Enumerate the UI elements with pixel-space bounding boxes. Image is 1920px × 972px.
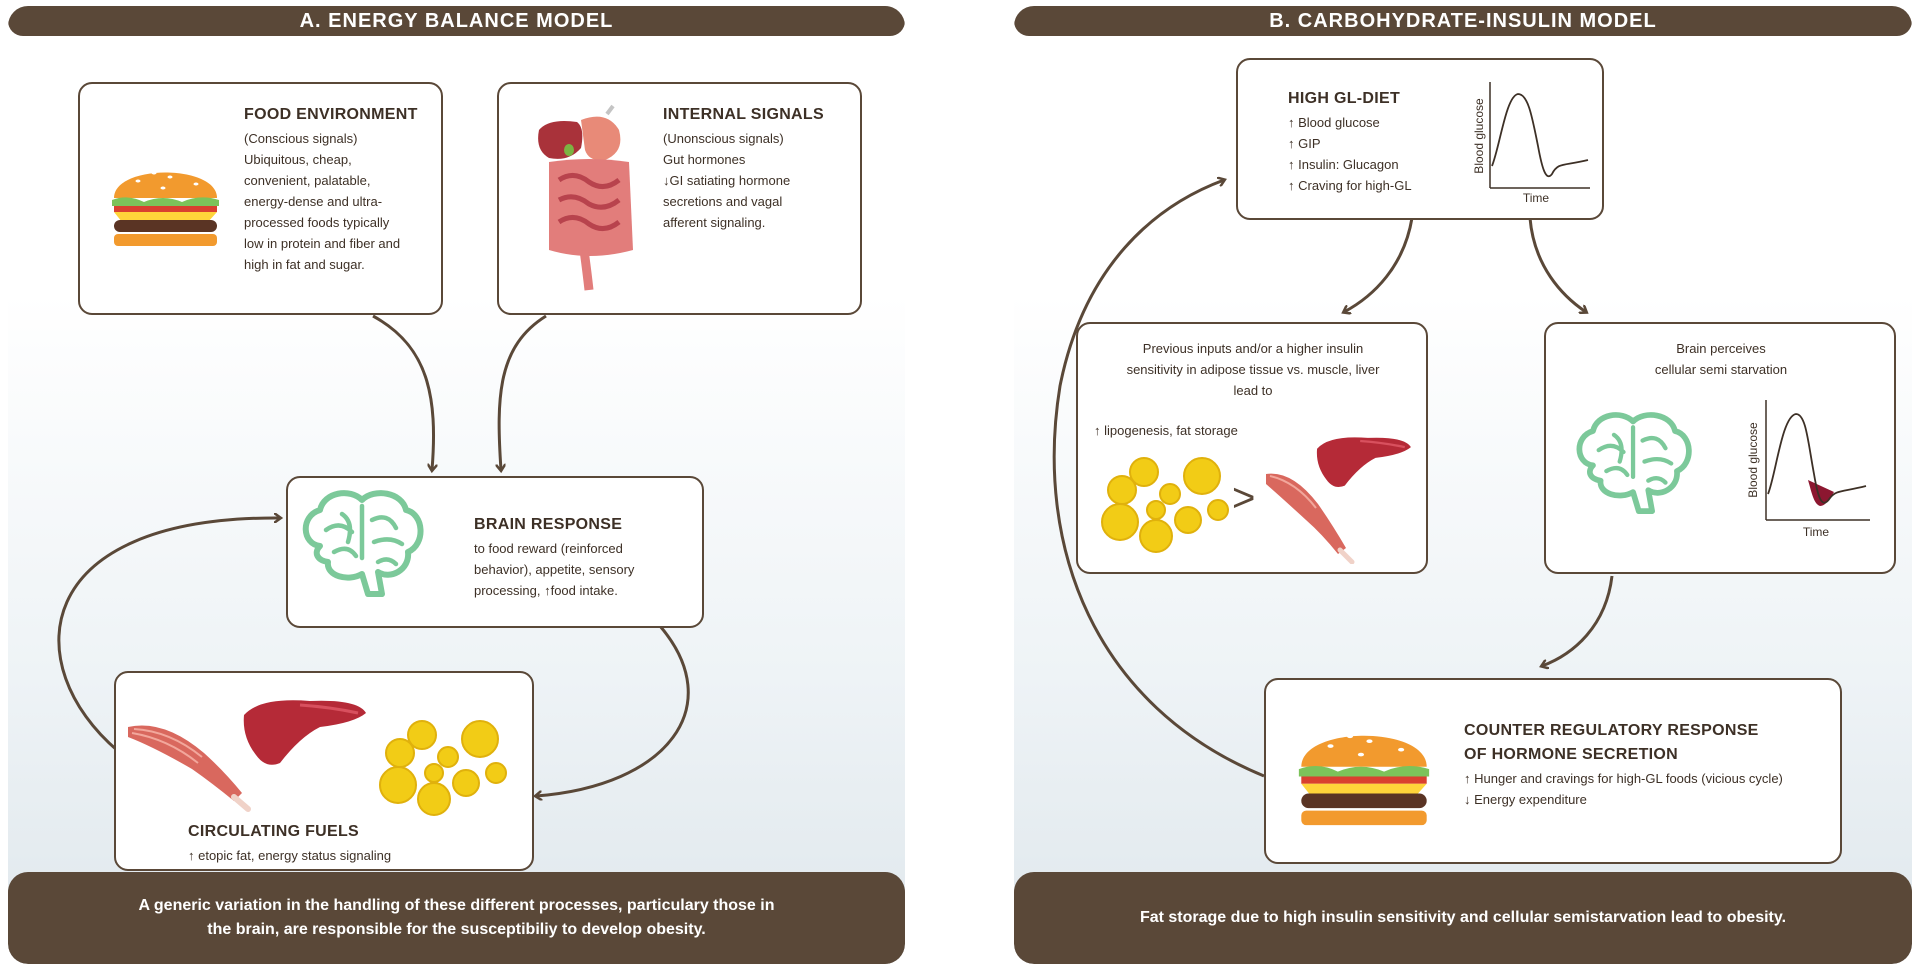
arrow-food-to-brain <box>372 314 434 470</box>
panel-b-footer-text: Fat storage due to high insulin sensitiv… <box>1139 909 1787 926</box>
panel-b-header: B. CARBOHYDRATE-INSULIN MODEL <box>1014 6 1912 36</box>
panel-a-footer: A generic variation in the handling of t… <box>8 872 905 964</box>
circulating-fuels-title: CIRCULATING FUELS <box>188 823 360 840</box>
digestive-system-icon <box>538 104 633 291</box>
high-gl-diet-text: ↑ Blood glucose ↑ GIP ↑ Insulin: Glucago… <box>1288 115 1412 193</box>
blood-glucose-chart-1: Blood glucose Time <box>1472 82 1590 205</box>
burger-icon <box>112 170 219 246</box>
chart2-ylabel: Blood glucose <box>1746 422 1760 498</box>
adipose-text: Previous inputs and/or a higher insulin … <box>1126 341 1380 398</box>
brain-response-box: BRAIN RESPONSE to food reward (reinforce… <box>286 476 704 628</box>
panel-a-arrows <box>57 314 690 964</box>
burger-icon <box>1298 733 1430 826</box>
counter-text: ↑ Hunger and cravings for high-GL foods … <box>1464 771 1783 807</box>
greater-than-sign: > <box>1232 476 1256 520</box>
arrow-diet-to-adipose <box>1344 217 1414 312</box>
lipogenesis-text: ↑ lipogenesis, fat storage <box>1094 423 1238 438</box>
circulating-fuels-box: CIRCULATING FUELS ↑ etopic fat, energy s… <box>114 671 534 871</box>
food-environment-box: FOOD ENVIRONMENT (Conscious signals) Ubi… <box>78 82 443 315</box>
liver-icon <box>1316 437 1411 487</box>
chart2-xlabel: Time <box>1803 525 1830 539</box>
internal-signals-title: INTERNAL SIGNALS <box>663 106 824 123</box>
brain-icon <box>302 490 424 597</box>
brain-starvation-box: Brain perceives cellular semi starvation… <box>1544 322 1896 574</box>
arrow-brain-to-fuels <box>536 625 690 796</box>
muscle-icon <box>1266 473 1355 564</box>
panel-a-header: A. ENERGY BALANCE MODEL <box>8 6 905 36</box>
chart1-xlabel: Time <box>1523 191 1550 205</box>
energy-balance-panel: A. ENERGY BALANCE MODEL FOOD ENVIRONMENT… <box>8 6 905 964</box>
muscle-icon <box>128 725 251 812</box>
high-gl-diet-title: HIGH GL-DIET <box>1288 90 1401 107</box>
counter-title-line1: COUNTER REGULATORY RESPONSE <box>1464 722 1759 739</box>
counter-title-line2: OF HORMONE SECRETION <box>1464 746 1679 763</box>
brain-response-title: BRAIN RESPONSE <box>474 516 623 533</box>
blood-glucose-chart-2: Blood glucose Time <box>1746 400 1870 539</box>
brain-icon <box>1576 412 1692 515</box>
arrow-fuels-to-brain <box>57 518 280 753</box>
brain-response-text: to food reward (reinforced behavior), ap… <box>474 541 635 598</box>
panel-a-footer-text: A generic variation in the handling of t… <box>138 897 775 938</box>
internal-signals-box: INTERNAL SIGNALS (Unonscious signals) Gu… <box>497 82 862 315</box>
arrow-internal-to-brain <box>499 314 547 470</box>
panel-b-footer: Fat storage due to high insulin sensitiv… <box>1014 872 1912 964</box>
chart1-ylabel: Blood glucose <box>1472 98 1486 174</box>
carbohydrate-insulin-panel: B. CARBOHYDRATE-INSULIN MODEL HIGH GL-DI… <box>1014 6 1912 964</box>
arrow-brain-to-counter <box>1542 575 1614 666</box>
fat-cells-icon <box>379 720 507 816</box>
circulating-fuels-text: ↑ etopic fat, energy status signaling <box>188 848 392 863</box>
food-environment-text: (Conscious signals) Ubiquitous, cheap, c… <box>244 131 401 272</box>
high-gl-diet-box: HIGH GL-DIET ↑ Blood glucose ↑ GIP ↑ Ins… <box>1236 58 1604 220</box>
arrow-diet-to-brain <box>1528 217 1586 312</box>
panel-b-arrows <box>1052 6 1614 778</box>
counter-regulatory-box: COUNTER REGULATORY RESPONSE OF HORMONE S… <box>1264 678 1842 864</box>
liver-icon <box>243 700 366 765</box>
arrow-counter-to-diet <box>1052 180 1265 778</box>
adipose-box: Previous inputs and/or a higher insulin … <box>1076 322 1428 574</box>
internal-signals-text: (Unonscious signals) Gut hormones ↓GI sa… <box>663 131 791 230</box>
brain-starvation-text: Brain perceives cellular semi starvation <box>1654 341 1788 377</box>
food-environment-title: FOOD ENVIRONMENT <box>244 106 418 123</box>
fat-cells-icon <box>1101 457 1229 553</box>
